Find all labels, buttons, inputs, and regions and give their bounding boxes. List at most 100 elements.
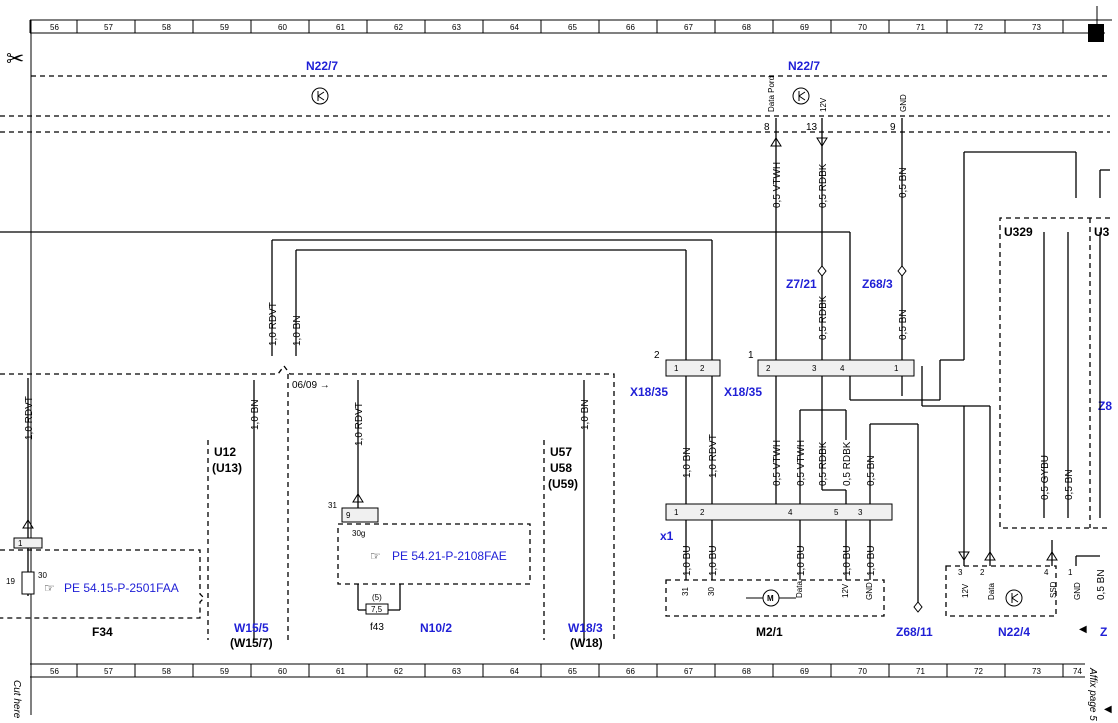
z8-label: Z8 — [1098, 399, 1112, 413]
ruler-col: 65 — [568, 667, 577, 676]
wire-label: 1,0 BU — [682, 545, 693, 576]
u329-label: U329 — [1004, 225, 1033, 239]
w18-3-label: W18/3 — [568, 621, 603, 635]
w15-7-label: (W15/7) — [230, 636, 273, 650]
f34-label: F34 — [92, 625, 113, 639]
wire-label: 0,5 RDBK — [818, 163, 829, 208]
arrow-marker-icon: ◀ — [1104, 704, 1112, 715]
pointer-hand-icon: ☞ — [44, 581, 55, 595]
ruler-col: 58 — [162, 667, 171, 676]
pin: 2 — [700, 508, 705, 517]
ruler-col: 68 — [742, 23, 751, 32]
n22-7-label-left: N22/7 — [306, 59, 338, 73]
pin: 1 — [674, 364, 679, 373]
ruler-col: 67 — [684, 667, 693, 676]
pin: 4 — [788, 508, 793, 517]
ruler-col: 68 — [742, 667, 751, 676]
pe-2108-ref[interactable]: PE 54.21-P-2108FAE — [392, 549, 507, 563]
pin: 2 — [700, 364, 705, 373]
svg-text:M: M — [767, 594, 774, 603]
pin-8: 8 — [764, 122, 770, 133]
pin: 1 — [894, 364, 899, 373]
wire-label: 1,0 RDVT — [24, 396, 35, 440]
ruler-col: 56 — [50, 667, 59, 676]
pin-12v: 12V — [819, 97, 828, 112]
ruler-col: 69 — [800, 23, 809, 32]
affix-page-text: Affix page 5 here — [1087, 667, 1098, 723]
pin: GND — [865, 582, 874, 600]
pin: 3 — [858, 508, 863, 517]
x18-pin-count: 2 — [654, 350, 660, 361]
ruler-col: 64 — [510, 667, 519, 676]
bottom-ruler: 56 57 58 59 60 61 62 63 64 65 66 67 68 6… — [30, 663, 1085, 678]
ruler-col: 67 — [684, 23, 693, 32]
wire-label: 0,5 GYBU — [1040, 455, 1051, 500]
x1-label: x1 — [660, 529, 674, 543]
wire-label: 0,5 RDBK — [818, 295, 829, 340]
fuse-number: (5) — [372, 593, 382, 602]
m2-1-label: M2/1 — [756, 625, 783, 639]
fuse-icon — [365, 603, 389, 615]
pin: 3 — [812, 364, 817, 373]
wire-label: 1,0 BU — [842, 545, 853, 576]
logo-mark — [1088, 24, 1104, 42]
pin: 1 — [18, 539, 23, 548]
pin: 31 — [328, 501, 337, 510]
wire-label: 1,0 BN — [250, 399, 261, 430]
pe-2501-ref[interactable]: PE 54.15-P-2501FAA — [64, 581, 179, 595]
wire-label: 0,5 VTWH — [772, 440, 783, 486]
ruler-col: 58 — [162, 23, 171, 32]
ruler-col: 60 — [278, 23, 287, 32]
z68-11-label: Z68/11 — [896, 625, 933, 639]
ruler-col: 59 — [220, 667, 229, 676]
ruler-col: 72 — [974, 23, 983, 32]
wire-label: 1,0 BN — [580, 399, 591, 430]
fuse-rating: 7,5 — [371, 605, 383, 614]
ruler-col: 66 — [626, 23, 635, 32]
u12-label: U12 — [214, 445, 236, 459]
x18-35-label-left: X18/35 — [630, 385, 668, 399]
ruler-col: 65 — [568, 23, 577, 32]
date-code: 06/09 → — [292, 380, 330, 391]
wire-label: 0,5 BN — [1096, 569, 1107, 600]
motor-icon — [762, 589, 780, 607]
pin: 30g — [352, 529, 365, 538]
x18-35-connectors: 2 1 1 2 2 3 4 1 X18/35 X18/35 — [630, 350, 915, 399]
transistor-icon — [792, 87, 810, 105]
n10-2-label: N10/2 — [420, 621, 452, 635]
u59-label: (U59) — [548, 477, 578, 491]
transistor-icon — [311, 87, 329, 105]
wire-label: 0,5 BN — [898, 309, 909, 340]
wire-label: 0,5 BN — [1064, 469, 1075, 500]
ruler-col: 57 — [104, 667, 113, 676]
ruler-col: 71 — [916, 23, 925, 32]
splice-z68-11 — [913, 601, 923, 613]
wire-label: 1,0 BN — [682, 447, 693, 478]
wire-label: 0,5 RDBK — [842, 441, 853, 486]
pin: 9 — [346, 511, 351, 520]
x18-35-label-right: X18/35 — [724, 385, 762, 399]
n22-7-label-right: N22/7 — [788, 59, 820, 73]
top-ruler: 56 57 58 59 60 61 62 63 64 65 66 67 68 6… — [29, 19, 1105, 34]
fuse-icon — [21, 571, 35, 595]
ruler-col: 74 — [1073, 667, 1082, 676]
ruler-col: 66 — [626, 667, 635, 676]
ruler-col: 59 — [220, 23, 229, 32]
pin-data-pord: Data Pord — [767, 76, 776, 112]
wire-label: 1,0 RDVT — [354, 402, 365, 446]
cut-here-bottom: Cut here — [11, 680, 22, 719]
u13-label: (U13) — [212, 461, 242, 475]
connector-x18-35-right — [757, 359, 915, 377]
lower-left-module: U12 (U13) U57 U58 (U59) 06/09 → 1,0 RDVT… — [0, 364, 615, 650]
w18-label: (W18) — [570, 636, 603, 650]
pin: 30 — [38, 571, 47, 580]
connector-x18-35-left — [665, 359, 721, 377]
n22-4-label: N22/4 — [998, 625, 1030, 639]
pin: 12V — [961, 583, 970, 598]
ruler-col: 62 — [394, 667, 403, 676]
pin-9: 9 — [890, 122, 896, 133]
wire-label: 1,0 BU — [866, 545, 877, 576]
pin-13: 13 — [806, 122, 818, 133]
ruler-col: 60 — [278, 667, 287, 676]
